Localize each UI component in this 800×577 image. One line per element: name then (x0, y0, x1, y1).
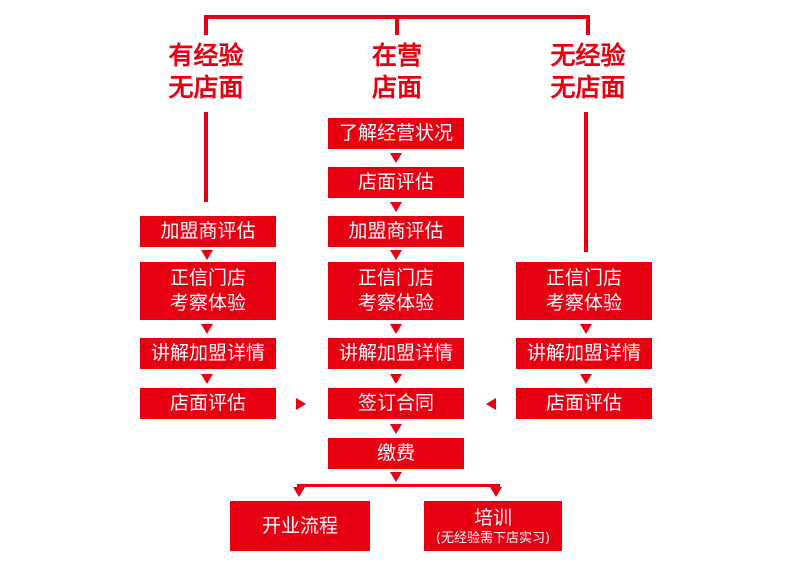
center-payment-label: 缴费 (376, 442, 415, 464)
center-franchise-eval-box: 加盟商评估 (328, 216, 464, 247)
left-store-eval-box: 店面评估 (140, 388, 276, 419)
left-explain-box: 讲解加盟详情 (140, 338, 276, 369)
left-franchise-eval-box: 加盟商评估 (140, 216, 276, 247)
center-payment-box: 缴费 (328, 438, 464, 469)
header-left: 有经验 无店面 (126, 40, 286, 104)
arrow-down-icon (390, 424, 402, 434)
header-right-line1: 无经验 (550, 41, 626, 70)
arrow-down-icon (580, 374, 592, 384)
left-visit-line1: 正信门店 (169, 267, 246, 289)
header-center: 在营 店面 (317, 40, 477, 104)
right-visit-box: 正信门店 考察体验 (516, 262, 652, 320)
arrow-down-icon (390, 472, 402, 482)
center-visit-line2: 考察体验 (357, 292, 434, 314)
left-visit-line2: 考察体验 (169, 292, 246, 314)
top-drop-left (204, 15, 208, 35)
arrow-down-icon (201, 374, 213, 384)
header-right-line2: 无店面 (550, 73, 626, 102)
arrow-down-icon (580, 324, 592, 334)
right-visit-line1: 正信门店 (545, 267, 622, 289)
opening-process-label: 开业流程 (261, 514, 338, 537)
arrow-down-icon (390, 250, 402, 260)
right-explain-box: 讲解加盟详情 (516, 338, 652, 369)
center-visit-box: 正信门店 考察体验 (328, 262, 464, 320)
arrow-down-icon (390, 202, 402, 212)
center-contract-box: 签订合同 (328, 388, 464, 419)
opening-process-box: 开业流程 (230, 501, 370, 551)
left-franchise-eval-label: 加盟商评估 (160, 220, 256, 242)
training-note: (无经验需下店实习) (435, 530, 551, 546)
center-store-eval-box: 店面评估 (328, 167, 464, 198)
center-understand-box: 了解经营状况 (328, 118, 464, 149)
center-franchise-eval-label: 加盟商评估 (348, 220, 444, 242)
left-visit-box: 正信门店 考察体验 (140, 262, 276, 320)
right-visit-line2: 考察体验 (545, 292, 622, 314)
center-visit-line1: 正信门店 (357, 267, 434, 289)
right-store-eval-label: 店面评估 (545, 392, 622, 414)
header-left-line2: 无店面 (168, 73, 244, 102)
top-drop-center (395, 15, 399, 35)
training-label: 培训 (473, 506, 512, 529)
arrow-down-icon (390, 153, 402, 163)
left-explain-label: 讲解加盟详情 (150, 342, 265, 364)
arrow-left-icon (486, 398, 496, 410)
arrow-down-icon (390, 374, 402, 384)
training-box: 培训 (无经验需下店实习) (424, 501, 562, 551)
header-right: 无经验 无店面 (508, 40, 668, 104)
left-store-eval-label: 店面评估 (169, 392, 246, 414)
header-center-line2: 店面 (371, 73, 422, 102)
right-header-line (584, 112, 588, 252)
arrow-down-icon (201, 250, 213, 260)
arrow-right-icon (296, 398, 306, 410)
bottom-split-bar (297, 484, 500, 487)
left-header-line (204, 112, 208, 202)
arrow-down-icon (390, 324, 402, 334)
center-understand-label: 了解经营状况 (338, 122, 453, 144)
top-drop-right (586, 15, 590, 35)
arrow-down-icon (490, 487, 502, 497)
center-explain-label: 讲解加盟详情 (338, 342, 453, 364)
header-left-line1: 有经验 (168, 41, 244, 70)
center-explain-box: 讲解加盟详情 (328, 338, 464, 369)
center-contract-label: 签订合同 (357, 392, 434, 414)
right-explain-label: 讲解加盟详情 (526, 342, 641, 364)
right-store-eval-box: 店面评估 (516, 388, 652, 419)
header-center-line1: 在营 (371, 41, 422, 70)
arrow-down-icon (293, 487, 305, 497)
center-store-eval-label: 店面评估 (357, 171, 434, 193)
arrow-down-icon (201, 324, 213, 334)
